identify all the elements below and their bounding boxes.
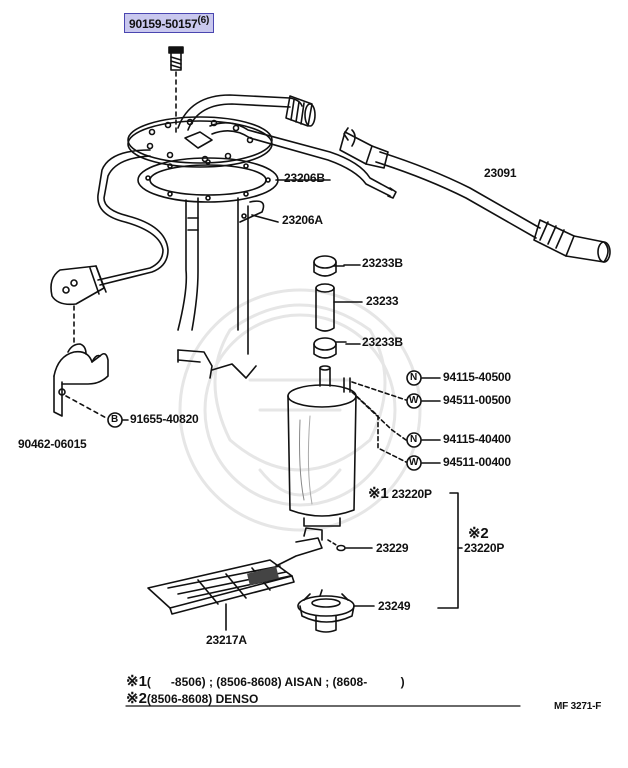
pipe-upper-inner xyxy=(187,103,291,131)
figure-reference: MF 3271-F xyxy=(554,701,602,712)
filter-arm-2 xyxy=(303,527,323,541)
label-23220p-1[interactable]: ※1 23220P xyxy=(368,484,432,502)
footnote-1: ※1( -8506) ; (8506-8608) AISAN ; (8608- … xyxy=(126,672,405,690)
label-94115-40500[interactable]: 94115-40500 xyxy=(443,370,511,384)
pump-terminal-leader-3 xyxy=(355,395,407,441)
fuel-hose-23233 xyxy=(315,283,335,332)
clamp-23233b-upper xyxy=(313,255,345,277)
grommet-23229 xyxy=(336,544,346,552)
leader-23206a xyxy=(251,214,279,223)
label-23233b-bot[interactable]: 23233B xyxy=(362,335,403,349)
washer-badge-1 xyxy=(406,393,441,409)
badge-n-2: N xyxy=(410,434,418,445)
badge-n-1: N xyxy=(410,372,418,383)
footnote-2-text: (8506-8608) DENSO xyxy=(146,692,259,706)
highlighted-part-label[interactable]: 90159-50157(6) xyxy=(124,13,215,33)
mark-1: ※1 xyxy=(368,485,389,502)
pump-bracket-23206a xyxy=(177,197,265,379)
label-94511-00400[interactable]: 94511-00400 xyxy=(443,455,511,469)
label-23229[interactable]: 23229 xyxy=(376,541,409,555)
badge-w-2: W xyxy=(409,457,419,468)
highlighted-part-qty: (6) xyxy=(197,15,210,26)
label-23220p-1-text: 23220P xyxy=(391,487,432,501)
clamp-23233b-lower xyxy=(313,337,347,359)
bolt-badge-b xyxy=(107,412,123,428)
pump-terminal-leader-1 xyxy=(351,381,407,401)
bracket-clamp xyxy=(53,343,109,417)
label-94115-40400[interactable]: 94115-40400 xyxy=(443,432,511,446)
label-23220p-2[interactable]: 23220P xyxy=(464,541,505,555)
sender-wire xyxy=(97,149,164,281)
pipe-return-end xyxy=(387,187,397,199)
group-bracket-2 xyxy=(437,492,459,609)
footnote-2: ※2(8506-8608) DENSO xyxy=(126,689,258,707)
label-23206a[interactable]: 23206A xyxy=(282,213,323,227)
badge-w-1: W xyxy=(409,395,419,406)
sender-plate xyxy=(127,116,273,168)
label-94511-00500[interactable]: 94511-00500 xyxy=(443,393,511,407)
label-23233[interactable]: 23233 xyxy=(366,294,399,308)
label-23206b[interactable]: 23206B xyxy=(284,171,325,185)
wire-connector xyxy=(50,265,107,306)
footnote-1-mark: ※1 xyxy=(126,673,147,690)
clip-leader-dashed xyxy=(65,395,111,421)
label-90462-06015[interactable]: 90462-06015 xyxy=(18,437,87,451)
nut-badge-2 xyxy=(406,432,441,448)
hose-end-fitting xyxy=(285,95,316,127)
gasket-23206b xyxy=(137,157,279,203)
highlighted-part-number: 90159-50157 xyxy=(129,17,198,31)
pipe-return-inner xyxy=(211,130,391,197)
watermark-emblem xyxy=(178,288,422,532)
label-23091[interactable]: 23091 xyxy=(484,166,517,180)
mark-2: ※2 xyxy=(468,525,489,542)
hose-23091 xyxy=(339,127,611,263)
pipe-upper xyxy=(177,94,303,129)
footnote-1-text: ( -8506) ; (8506-8608) AISAN ; (8608- ) xyxy=(146,675,405,689)
label-91655-40820[interactable]: 91655-40820 xyxy=(130,412,199,426)
washer-badge-2 xyxy=(406,455,441,471)
connector-dashed-23229 xyxy=(327,539,339,547)
fuel-filter-23217a xyxy=(147,559,295,615)
pump-terminal-leader-2 xyxy=(351,391,407,463)
fuel-pump-23220p xyxy=(287,365,357,527)
label-23249[interactable]: 23249 xyxy=(378,599,411,613)
pipe-return xyxy=(209,122,393,191)
sender-wire-2 xyxy=(99,155,169,286)
badge-b: B xyxy=(111,414,119,425)
nut-badge-1 xyxy=(406,370,441,386)
label-23233b-top[interactable]: 23233B xyxy=(362,256,403,270)
footnote-2-mark: ※2 xyxy=(126,690,147,707)
bolt-icon xyxy=(168,46,184,71)
filter-arm xyxy=(275,537,323,567)
retainer-23249 xyxy=(297,589,355,633)
label-23217a[interactable]: 23217A xyxy=(206,633,247,647)
